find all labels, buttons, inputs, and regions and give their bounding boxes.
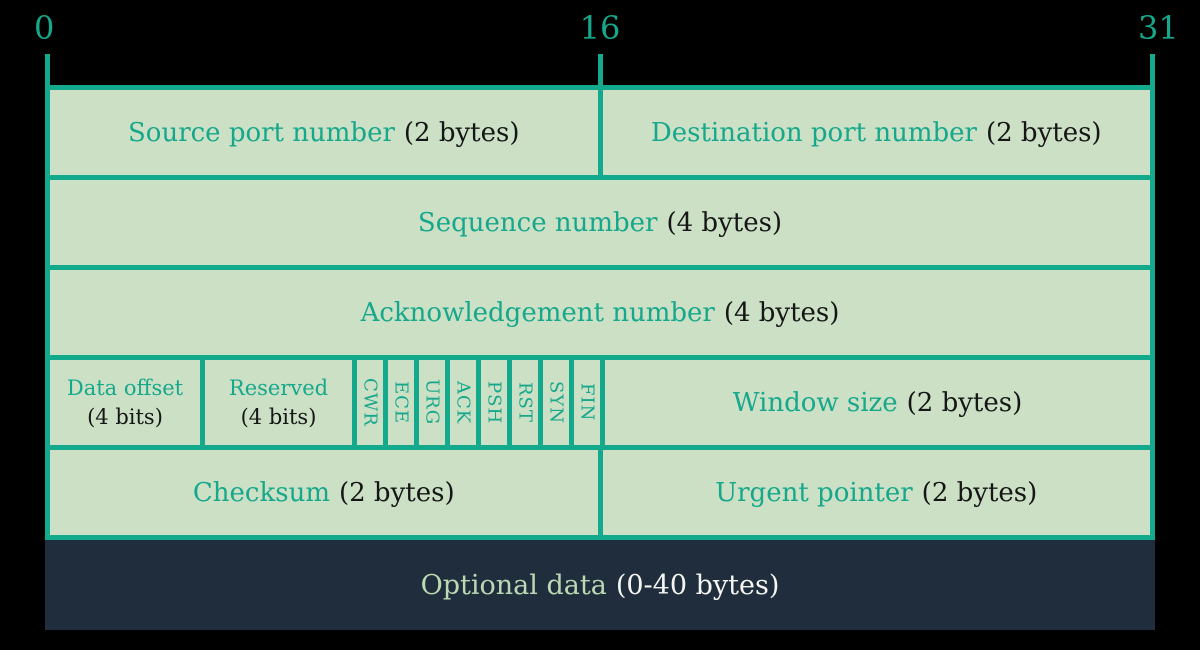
field-size: (2 bytes) [338,477,455,508]
field-window-size: Window size (2 bytes) [605,360,1150,445]
field-size: (2 bytes) [906,387,1023,418]
field-destination-port: Destination port number (2 bytes) [602,90,1150,175]
field-size: (2 bytes) [403,117,520,148]
field-flag-ece: ECE [388,360,414,445]
flag-label: CWR [359,378,381,427]
table-row-sequence: Sequence number (4 bytes) [50,180,1150,265]
tick-mark-16 [598,54,603,88]
field-flag-fin: FIN [574,360,600,445]
field-label: Acknowledgement number [360,297,715,328]
field-label: Optional data [420,569,607,601]
field-sequence-number: Sequence number (4 bytes) [50,180,1150,265]
field-size: (0-40 bytes) [615,569,780,601]
table-row-acknowledgement: Acknowledgement number (4 bytes) [50,270,1150,355]
flag-label: PSH [483,380,505,425]
field-label: Source port number [127,117,395,148]
field-label: Reserved [228,375,329,400]
field-reserved: Reserved (4 bits) [205,360,352,445]
field-flag-ack: ACK [450,360,476,445]
bit-index-31: 31 [1138,9,1179,47]
tick-mark-31 [1150,54,1155,88]
flag-label: ECE [390,380,412,425]
field-size: (4 bits) [240,404,317,429]
field-checksum: Checksum (2 bytes) [50,450,598,535]
field-urgent-pointer: Urgent pointer (2 bytes) [602,450,1150,535]
table-row-ports: Source port number (2 bytes) Destination… [50,90,1150,175]
tcp-header-table: Source port number (2 bytes) Destination… [45,85,1155,540]
field-label: Destination port number [650,117,977,148]
field-label: Sequence number [417,207,658,238]
flag-label: RST [514,382,536,423]
field-label: Urgent pointer [715,477,913,508]
field-size: (2 bytes) [985,117,1102,148]
field-acknowledgement-number: Acknowledgement number (4 bytes) [50,270,1150,355]
bit-index-16: 16 [579,9,621,47]
field-flag-cwr: CWR [357,360,383,445]
field-size: (2 bytes) [921,477,1038,508]
field-size: (4 bytes) [723,297,840,328]
field-flag-syn: SYN [543,360,569,445]
flag-label: URG [421,379,443,426]
field-source-port: Source port number (2 bytes) [50,90,598,175]
flag-label: FIN [576,383,598,422]
flag-label: ACK [452,380,474,425]
field-label: Window size [732,387,898,418]
tick-mark-0 [45,54,50,88]
table-row-flags: Data offset (4 bits) Reserved (4 bits) C… [50,360,1150,445]
field-data-offset: Data offset (4 bits) [50,360,200,445]
field-optional-data: Optional data (0-40 bytes) [45,540,1155,630]
bit-index-0: 0 [34,9,55,47]
field-flag-rst: RST [512,360,538,445]
field-label: Data offset [66,375,184,400]
field-flag-psh: PSH [481,360,507,445]
table-row-checksum: Checksum (2 bytes) Urgent pointer (2 byt… [50,450,1150,535]
field-label: Checksum [192,477,330,508]
field-size: (4 bytes) [666,207,783,238]
field-flag-urg: URG [419,360,445,445]
flag-label: SYN [545,381,567,424]
field-size: (4 bits) [87,404,163,429]
